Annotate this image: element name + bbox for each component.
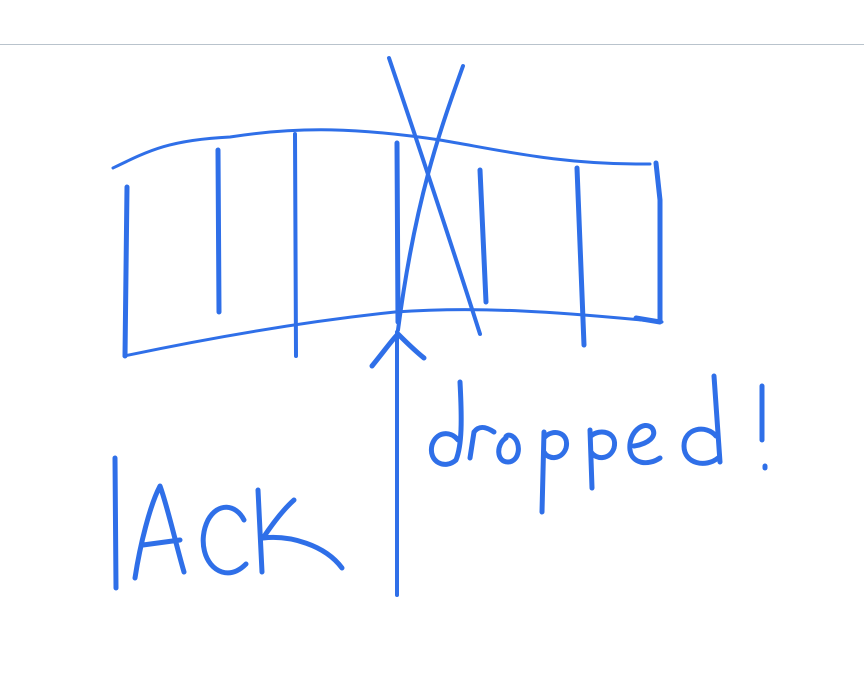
window-top-edge [111,128,652,170]
window-left-edge [122,184,130,359]
ack-letter-k [255,487,345,575]
dropped-letter-p1 [539,429,570,515]
ack-arrow [369,330,427,597]
dropped-letter-d2 [681,373,723,466]
packet-divider-2 [293,132,298,358]
window-bottom-edge [122,308,664,358]
dropped-letter-o [496,432,521,465]
packet-window [111,128,664,359]
packet-divider-3 [394,140,401,325]
window-right-edge [633,160,663,325]
ack-label-text: ACK [115,489,341,612]
dropped-letter-e [627,423,663,466]
dropped-letter-d1 [428,379,464,467]
ack-letter-c [200,504,249,576]
arrow-head [369,331,427,369]
dropped-letter-p2 [587,427,618,491]
packet-divider-5 [574,165,587,348]
packet-divider-4 [477,167,489,305]
top-divider-line [0,44,864,45]
packet-divider-1 [215,147,222,315]
dropped-handwriting [428,373,768,515]
ack-handwriting [112,455,345,591]
dropped-letter-r [467,424,497,461]
dropped-label-text: dropped! [426,394,758,488]
cross-stroke-1 [387,56,482,336]
cross-stroke-2 [396,64,465,332]
ack-letter-a [132,483,187,581]
ack-bar [112,455,119,591]
cross-out-mark [387,56,482,336]
